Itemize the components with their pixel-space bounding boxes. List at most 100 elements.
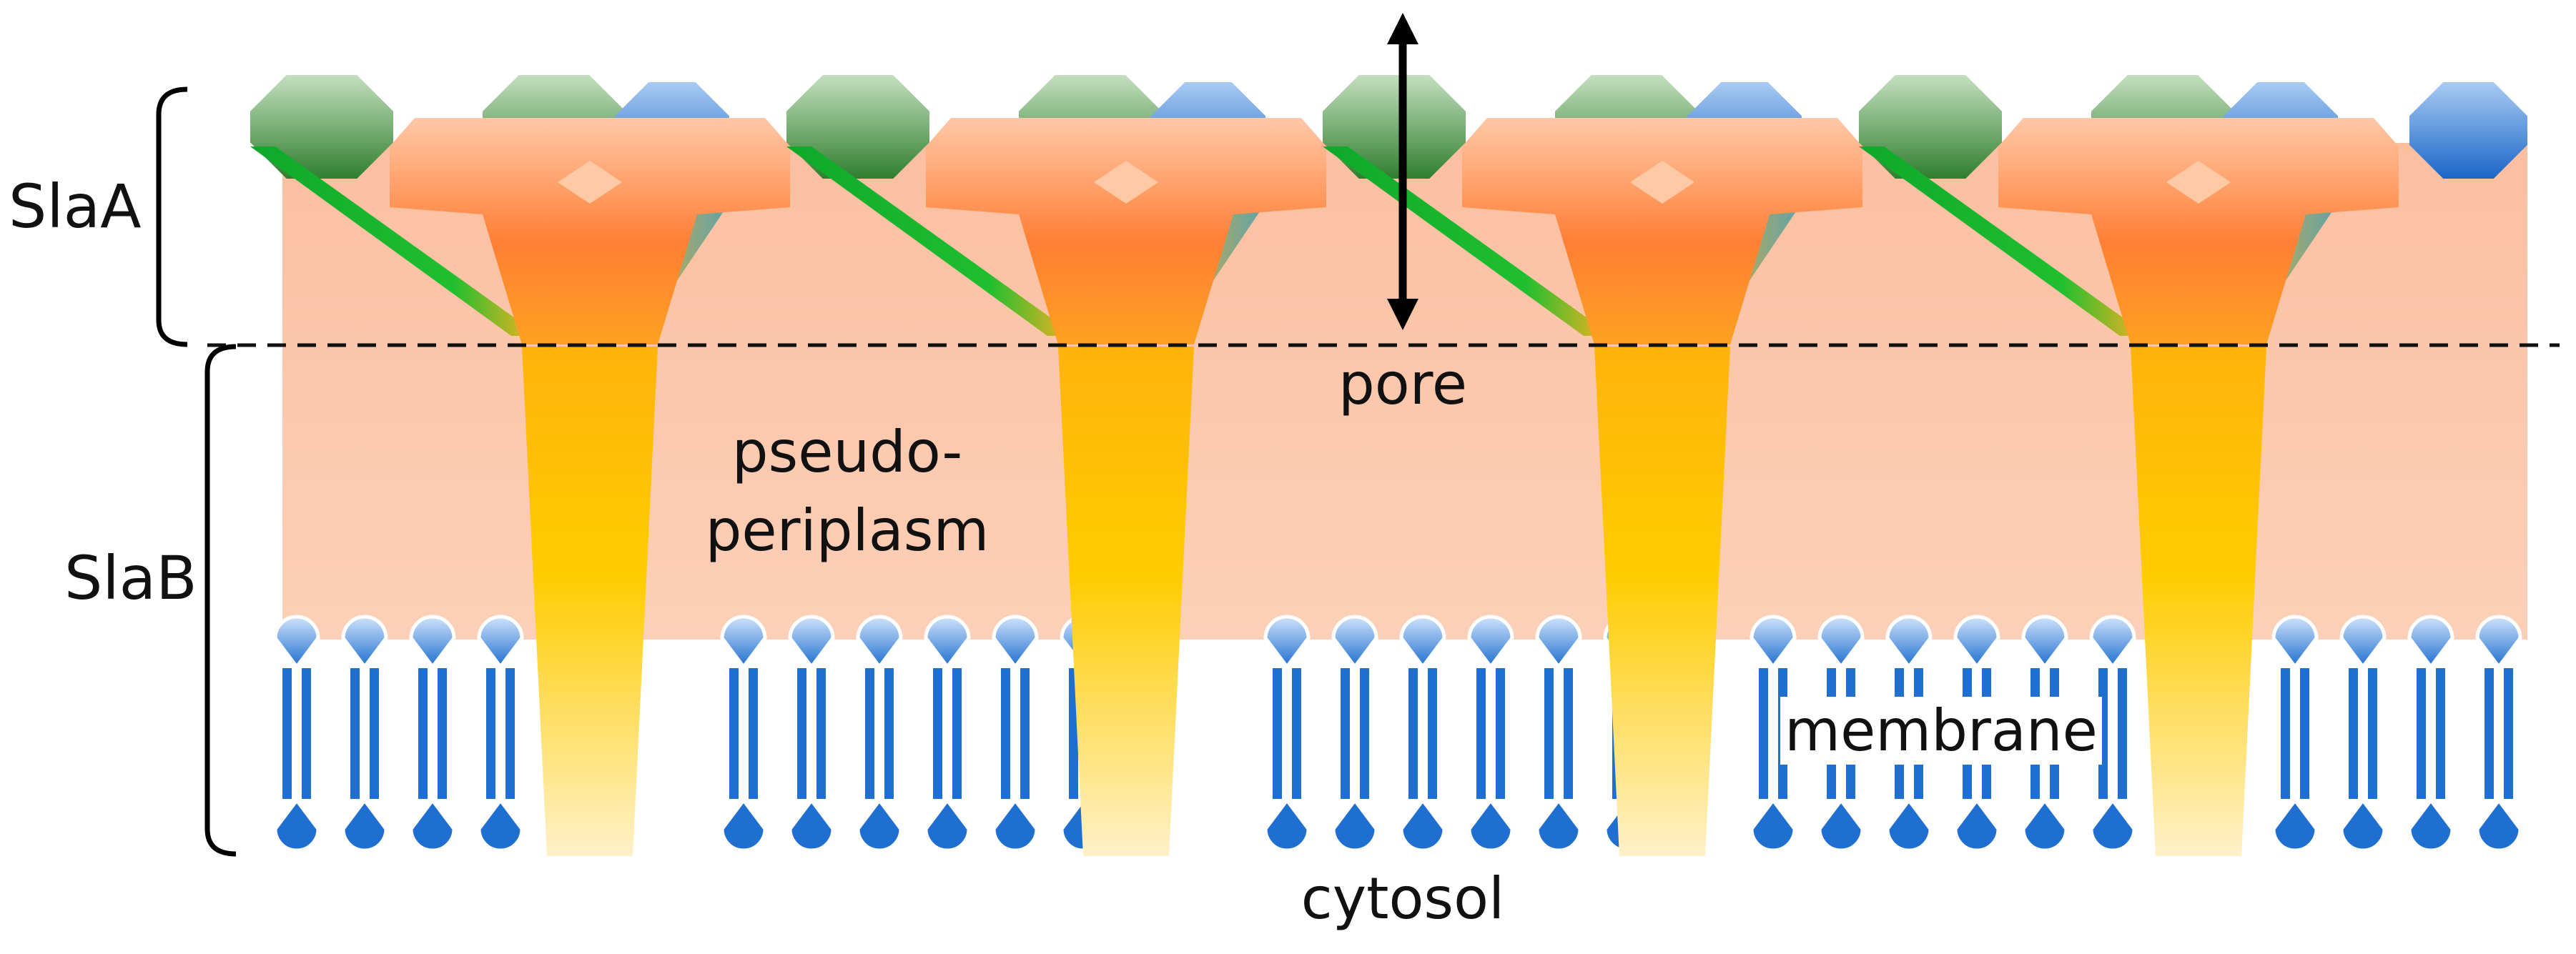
lipid-tail — [884, 668, 894, 799]
pore-label: pore — [1338, 351, 1467, 417]
green-domain — [250, 75, 393, 179]
lipid-bottom-headgroup — [2271, 797, 2319, 853]
lipid-molecule — [341, 615, 388, 853]
membrane-label: membrane — [1785, 697, 2098, 764]
lipid-top-headgroup — [788, 615, 835, 670]
lipid-bottom-headgroup — [2021, 797, 2068, 853]
lipid-tail — [505, 668, 515, 799]
slaa-unit — [1859, 75, 2399, 344]
lipid-molecule — [1331, 615, 1378, 853]
lipid-top-headgroup — [273, 615, 320, 670]
lipid-molecule — [788, 615, 835, 853]
lipid-bottom-headgroup — [924, 797, 971, 853]
lipid-tail — [1759, 668, 1768, 799]
green-domain — [1859, 75, 2002, 179]
lipid-bottom-headgroup — [1535, 797, 1582, 853]
lipid-top-headgroup — [2475, 615, 2522, 670]
lipid-tail — [2484, 668, 2494, 799]
lipid-top-headgroup — [1263, 615, 1311, 670]
green-strand — [786, 146, 1076, 336]
orange-domain-notch — [558, 161, 622, 204]
lipid-bottom-headgroup — [2475, 797, 2522, 853]
lipid-bottom-headgroup — [1817, 797, 1865, 853]
blue-domain — [2409, 82, 2527, 179]
lipid-tail — [865, 668, 874, 799]
orange-domain — [390, 118, 790, 344]
lipid-top-headgroup — [2089, 615, 2136, 670]
lipid-tail — [1496, 668, 1505, 799]
orange-domain-notch — [1630, 161, 1694, 204]
lipid-tail — [1341, 668, 1350, 799]
lipid-tail — [1001, 668, 1010, 799]
slab-bracket — [204, 344, 237, 857]
orange-domain — [1462, 118, 1862, 344]
lipid-tail — [749, 668, 758, 799]
pseudo-periplasm-label-line1: pseudo- — [732, 419, 962, 485]
cytosol-label: cytosol — [1301, 865, 1505, 932]
lipid-tail — [282, 668, 292, 799]
lipid-bottom-headgroup — [788, 797, 835, 853]
lipid-molecule — [1263, 615, 1311, 853]
lipid-tail — [1360, 668, 1369, 799]
green-strand — [250, 146, 540, 336]
lipid-tail — [438, 668, 447, 799]
lipid-tail — [1564, 668, 1573, 799]
lipid-top-headgroup — [1399, 615, 1446, 670]
lipid-molecule — [992, 615, 1039, 853]
lipid-tail — [2118, 668, 2127, 799]
slab-label: SlaB — [64, 543, 197, 613]
lipid-tail — [2349, 668, 2358, 799]
lipid-tail — [816, 668, 826, 799]
lipid-molecule — [1535, 615, 1582, 853]
lipid-tail — [1476, 668, 1486, 799]
orange-domain — [926, 118, 1326, 344]
lipid-molecule — [720, 615, 767, 853]
lipid-top-headgroup — [856, 615, 903, 670]
green-strand — [1323, 146, 1612, 336]
lipid-bottom-headgroup — [1331, 797, 1378, 853]
lipid-molecule — [2339, 615, 2387, 853]
lipid-molecule — [273, 615, 320, 853]
slaa-unit — [786, 75, 1326, 344]
green-strand — [1859, 146, 2148, 336]
lipid-tail — [2504, 668, 2513, 799]
lipid-top-headgroup — [1535, 615, 1582, 670]
lipid-bottom-headgroup — [1399, 797, 1446, 853]
slaa-canopy — [250, 75, 2527, 344]
lipid-top-headgroup — [1750, 615, 1797, 670]
green-domain — [1323, 75, 1466, 179]
lipid-tail — [1544, 668, 1554, 799]
lipid-tail — [2417, 668, 2426, 799]
lipid-tail — [1020, 668, 1030, 799]
lipid-tail — [1292, 668, 1301, 799]
lipid-bottom-headgroup — [409, 797, 456, 853]
lipid-bottom-headgroup — [477, 797, 524, 853]
slab-stalk — [1058, 347, 1194, 856]
lipid-molecule — [409, 615, 456, 853]
lipid-tail — [797, 668, 806, 799]
lipid-top-headgroup — [409, 615, 456, 670]
lipid-bottom-headgroup — [341, 797, 388, 853]
lipid-bottom-headgroup — [2339, 797, 2387, 853]
lipid-molecule — [2271, 615, 2319, 853]
lipid-tail — [2300, 668, 2309, 799]
lipid-tail — [2436, 668, 2445, 799]
slaa-unit — [250, 75, 790, 344]
lipid-top-headgroup — [1885, 615, 1933, 670]
pore-double-arrow — [1387, 13, 1418, 330]
slaa-label: SlaA — [9, 172, 142, 242]
slaa-bracket — [156, 86, 188, 347]
lipid-tail — [350, 668, 360, 799]
lipid-bottom-headgroup — [1953, 797, 2000, 853]
lipid-tail — [418, 668, 428, 799]
lipid-molecule — [1467, 615, 1514, 853]
lipid-bottom-headgroup — [720, 797, 767, 853]
slab-stalks — [522, 347, 2266, 856]
lipid-molecule — [2475, 615, 2522, 853]
lipid-molecule — [1399, 615, 1446, 853]
lipid-top-headgroup — [1331, 615, 1378, 670]
lipid-tail — [1408, 668, 1418, 799]
lipid-molecule — [924, 615, 971, 853]
lipid-bottom-headgroup — [1467, 797, 1514, 853]
